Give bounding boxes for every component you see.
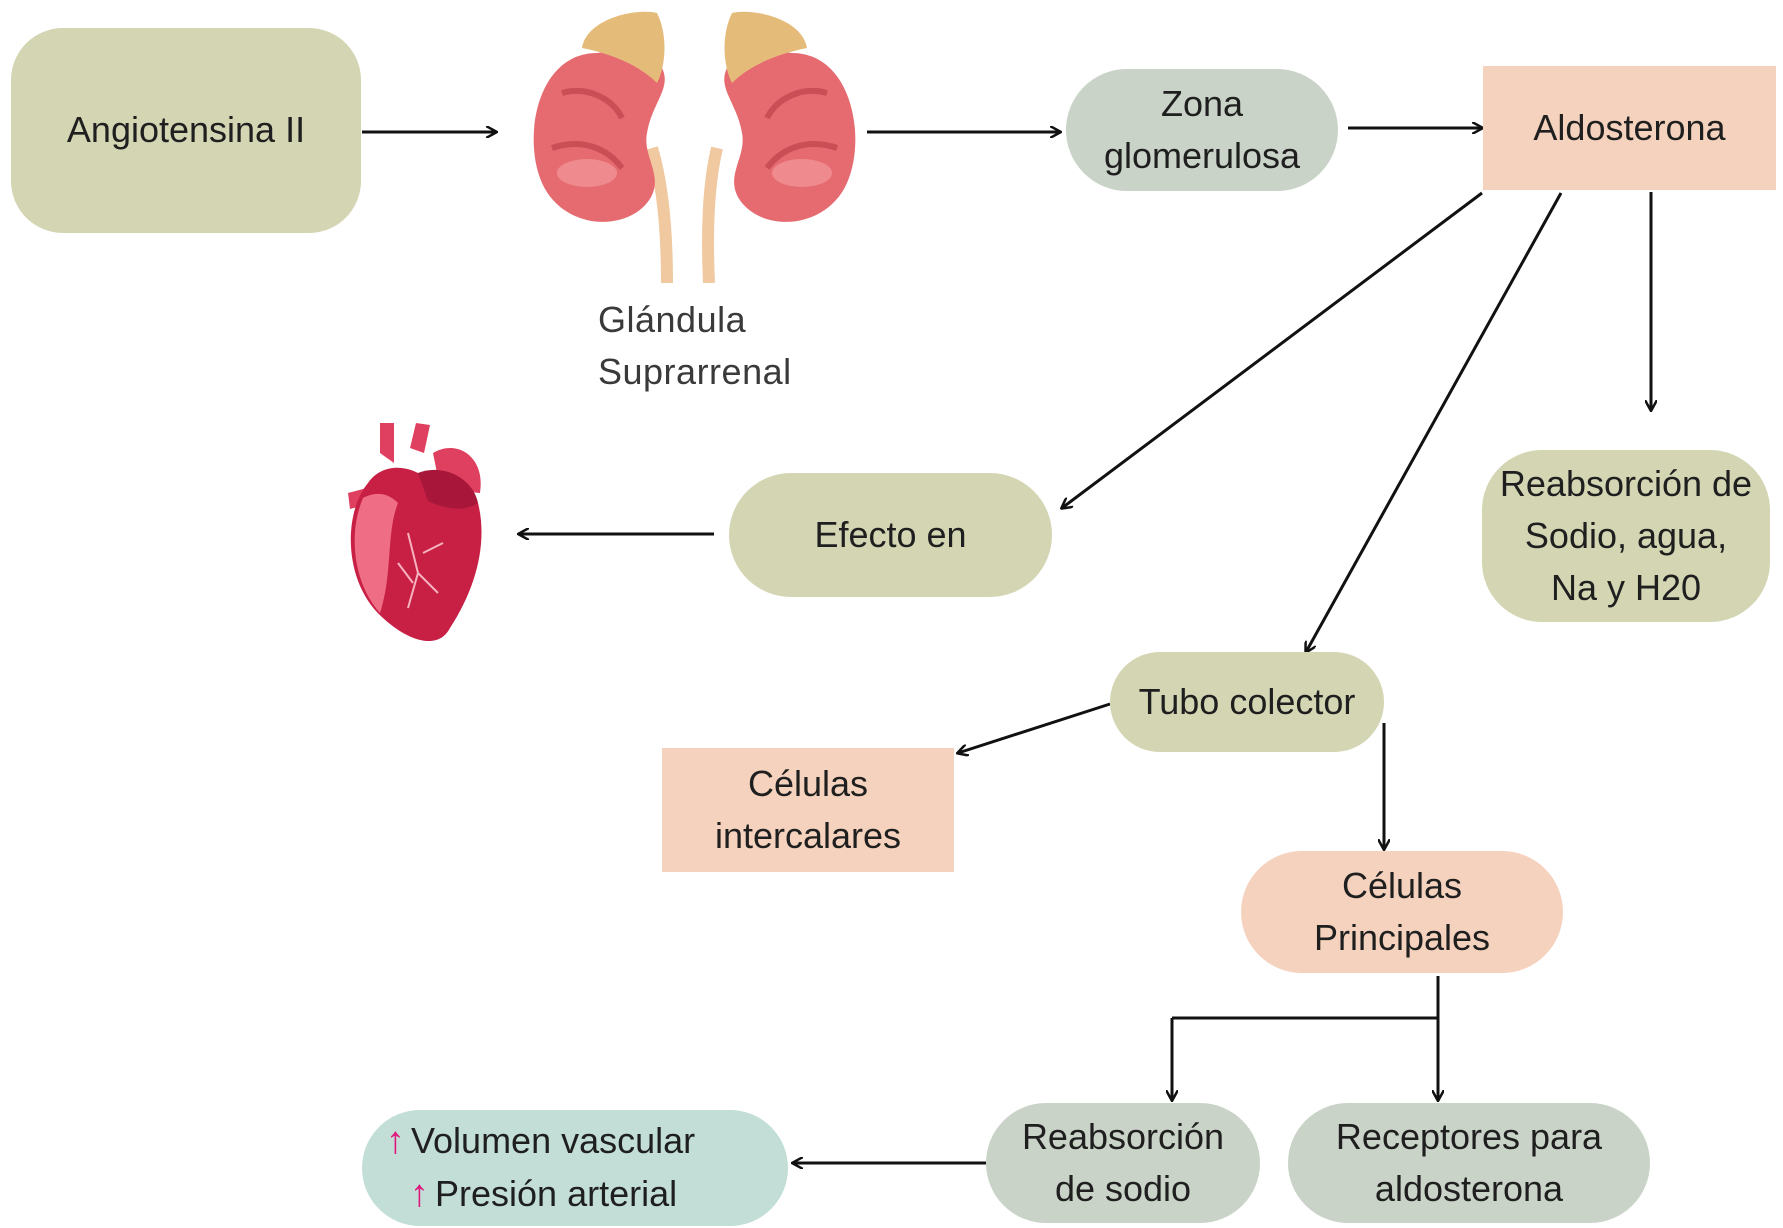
resultado-line-2: ↑Presión arterial (386, 1168, 677, 1221)
reabs-line-3: Na y H20 (1551, 562, 1701, 614)
heart-icon (338, 423, 488, 653)
node-celulas-intercalares: Células intercalares (662, 748, 954, 872)
resultado-line-1: ↑Volumen vascular (386, 1115, 695, 1168)
node-resultado: ↑Volumen vascular ↑Presión arterial (362, 1110, 788, 1226)
intercalares-line-1: Células (748, 758, 868, 810)
caption-line-1: Glándula (598, 294, 792, 346)
intercalares-line-2: intercalares (715, 810, 901, 862)
gland-caption: Glándula Suprarrenal (598, 294, 792, 398)
resultado-presion: Presión arterial (435, 1173, 677, 1214)
adrenal-gland-icon (527, 8, 862, 283)
reabs-line-2: Sodio, agua, (1525, 510, 1727, 562)
reabs-sodio-line-2: de sodio (1055, 1163, 1191, 1215)
zona-line-1: Zona (1161, 78, 1243, 130)
node-aldosterona: Aldosterona (1483, 66, 1776, 190)
node-angiotensina-label: Angiotensina II (67, 104, 305, 156)
node-angiotensina: Angiotensina II (11, 28, 361, 233)
arrow-aldosterona-to-efecto (1062, 193, 1482, 508)
node-efecto-en: Efecto en (729, 473, 1052, 597)
reabs-line-1: Reabsorción de (1500, 458, 1752, 510)
receptores-line-1: Receptores para (1336, 1111, 1602, 1163)
increase-arrow-icon: ↑ (410, 1173, 429, 1215)
node-reabsorcion-sodio-agua: Reabsorción de Sodio, agua, Na y H20 (1482, 450, 1770, 622)
caption-line-2: Suprarrenal (598, 346, 792, 398)
node-tubo-colector: Tubo colector (1110, 652, 1384, 752)
principales-line-1: Células (1342, 860, 1462, 912)
node-tubo-label: Tubo colector (1139, 676, 1356, 728)
resultado-volumen: Volumen vascular (411, 1120, 695, 1161)
node-reabsorcion-de-sodio: Reabsorción de sodio (986, 1103, 1260, 1223)
increase-arrow-icon: ↑ (386, 1120, 405, 1162)
receptores-line-2: aldosterona (1375, 1163, 1563, 1215)
node-receptores-aldosterona: Receptores para aldosterona (1288, 1103, 1650, 1223)
zona-line-2: glomerulosa (1104, 130, 1300, 182)
node-celulas-principales: Células Principales (1241, 851, 1563, 973)
node-efecto-label: Efecto en (814, 509, 966, 561)
arrow-tubo-to-intercalares (958, 704, 1110, 753)
node-zona-glomerulosa: Zona glomerulosa (1066, 69, 1338, 191)
principales-line-2: Principales (1314, 912, 1490, 964)
reabs-sodio-line-1: Reabsorción (1022, 1111, 1224, 1163)
connector-principales-split (1172, 976, 1438, 1018)
node-aldosterona-label: Aldosterona (1533, 102, 1725, 154)
